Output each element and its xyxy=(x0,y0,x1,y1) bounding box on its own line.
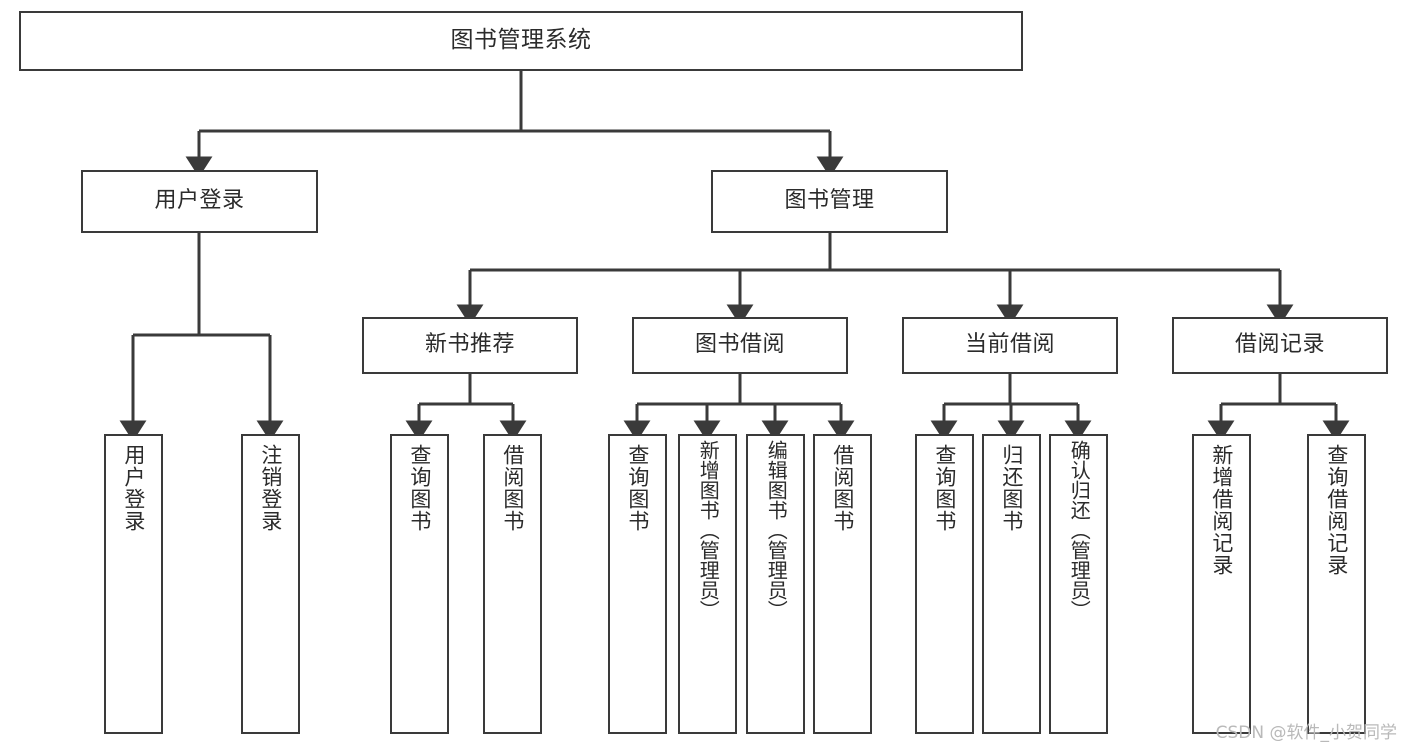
node-new-book-recommend[interactable]: 新书推荐 xyxy=(362,317,578,374)
node-label: 新书推荐 xyxy=(424,332,515,358)
leaf-query-book-borrow[interactable]: 查询图书 xyxy=(608,434,667,734)
node-label: 编辑图书（管理员） xyxy=(764,440,789,620)
node-label: 用户登录 xyxy=(121,444,146,532)
leaf-edit-book-admin[interactable]: 编辑图书（管理员） xyxy=(746,434,805,734)
node-user-login[interactable]: 用户登录 xyxy=(81,170,318,233)
node-current-borrow[interactable]: 当前借阅 xyxy=(902,317,1118,374)
node-label: 借阅图书 xyxy=(830,444,855,532)
node-label: 图书管理 xyxy=(784,188,875,214)
leaf-user-login[interactable]: 用户登录 xyxy=(104,434,163,734)
node-label: 注销登录 xyxy=(258,444,283,532)
node-label: 借阅记录 xyxy=(1234,332,1325,358)
leaf-borrow-book-borrow[interactable]: 借阅图书 xyxy=(813,434,872,734)
leaf-confirm-return-admin[interactable]: 确认归还（管理员） xyxy=(1049,434,1108,734)
csdn-watermark: CSDN @软件_小贺同学 xyxy=(1215,723,1397,743)
node-label: 用户登录 xyxy=(154,188,245,214)
leaf-add-book-admin[interactable]: 新增图书（管理员） xyxy=(678,434,737,734)
leaf-borrow-book-recommend[interactable]: 借阅图书 xyxy=(483,434,542,734)
node-label: 确认归还（管理员） xyxy=(1067,440,1092,620)
node-book-manage[interactable]: 图书管理 xyxy=(711,170,948,233)
node-label: 查询图书 xyxy=(932,444,957,532)
node-label: 图书管理系统 xyxy=(450,27,592,54)
node-label: 新增借阅记录 xyxy=(1209,444,1234,576)
leaf-query-book-current[interactable]: 查询图书 xyxy=(915,434,974,734)
node-label: 当前借阅 xyxy=(964,332,1055,358)
node-label: 借阅图书 xyxy=(500,444,525,532)
leaf-add-borrow-record[interactable]: 新增借阅记录 xyxy=(1192,434,1251,734)
node-root-system[interactable]: 图书管理系统 xyxy=(19,11,1023,71)
leaf-query-borrow-record[interactable]: 查询借阅记录 xyxy=(1307,434,1366,734)
node-borrow-record[interactable]: 借阅记录 xyxy=(1172,317,1388,374)
leaf-return-book[interactable]: 归还图书 xyxy=(982,434,1041,734)
node-label: 查询图书 xyxy=(625,444,650,532)
leaf-query-book-recommend[interactable]: 查询图书 xyxy=(390,434,449,734)
node-label: 归还图书 xyxy=(999,444,1024,532)
node-label: 查询图书 xyxy=(407,444,432,532)
node-label: 查询借阅记录 xyxy=(1324,444,1349,576)
leaf-logout[interactable]: 注销登录 xyxy=(241,434,300,734)
node-label: 图书借阅 xyxy=(694,332,785,358)
node-label: 新增图书（管理员） xyxy=(696,440,721,620)
node-book-borrow[interactable]: 图书借阅 xyxy=(632,317,848,374)
